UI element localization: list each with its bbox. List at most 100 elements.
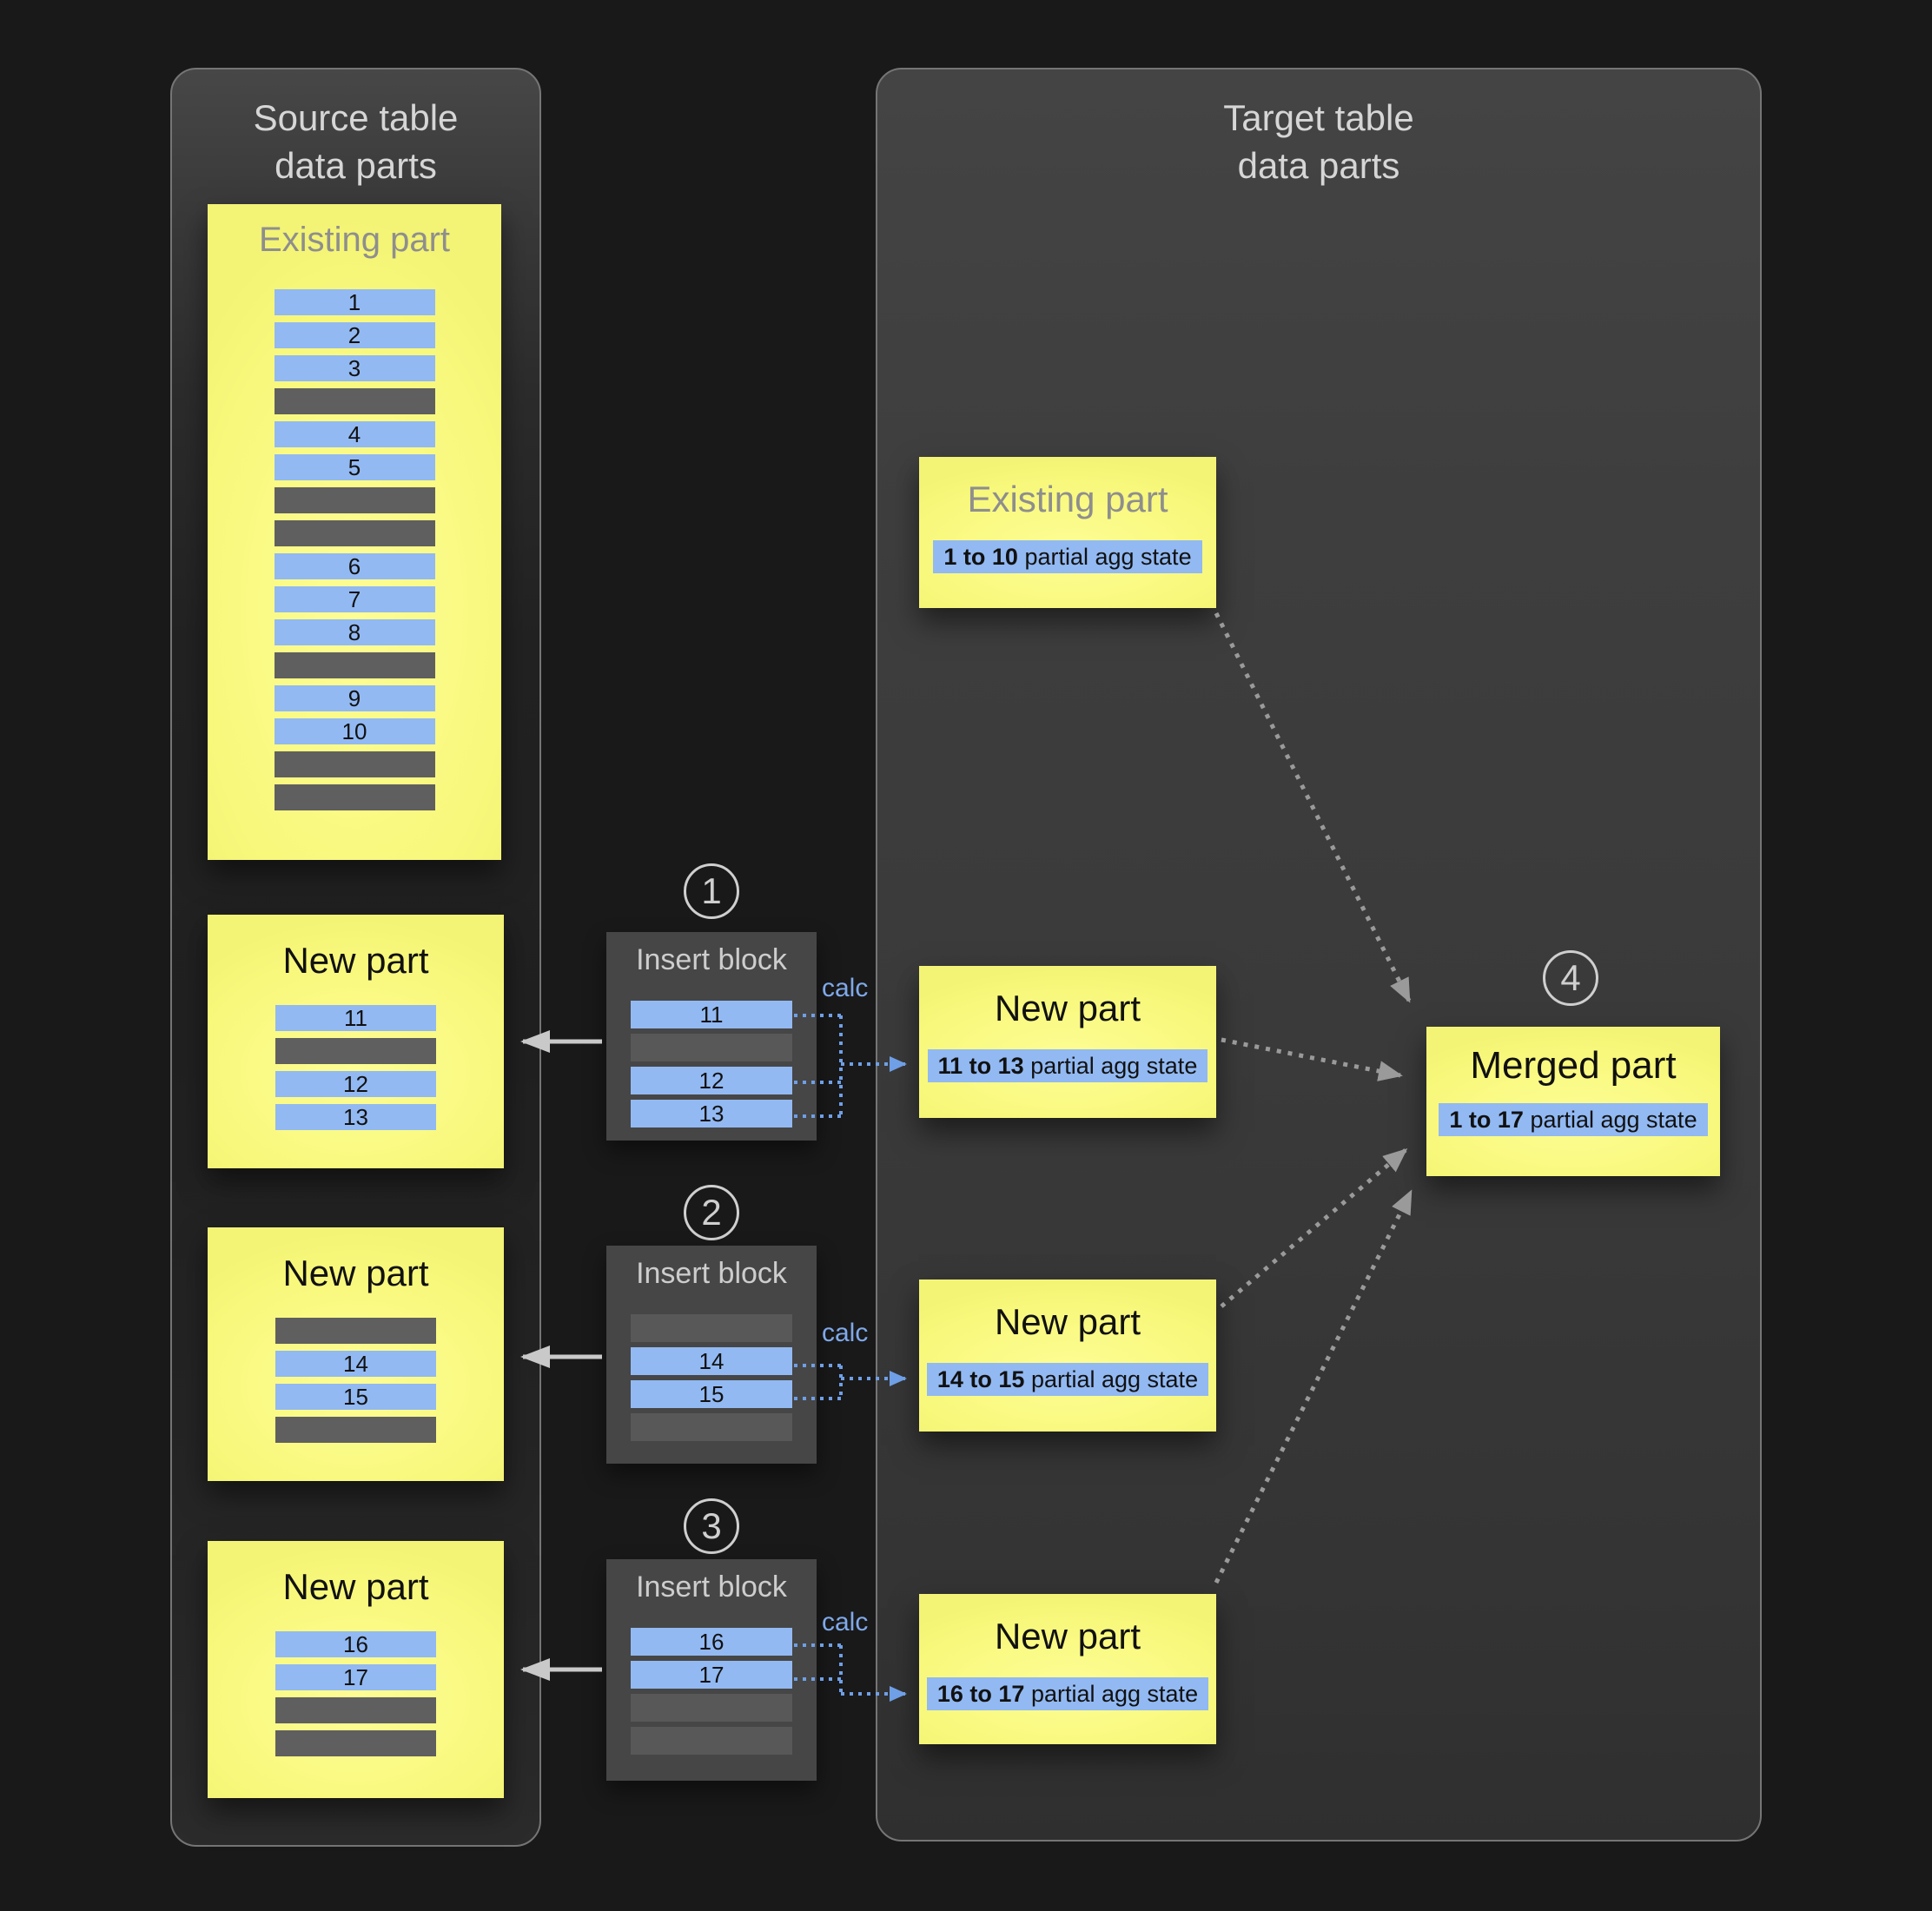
data-row: 17 bbox=[631, 1661, 792, 1689]
filler-row bbox=[631, 1413, 792, 1441]
filler-row bbox=[631, 1034, 792, 1061]
target-new-part-1: New part 11 to 13 partial agg state bbox=[919, 966, 1216, 1118]
data-row: 15 bbox=[631, 1380, 792, 1408]
target-panel-title-line2: data parts bbox=[1237, 145, 1400, 187]
target-new-part-3-agg-state: 16 to 17 partial agg state bbox=[926, 1677, 1209, 1710]
agg-suffix: partial agg state bbox=[1023, 1053, 1198, 1079]
data-row: 11 bbox=[631, 1001, 792, 1028]
merged-part-title: Merged part bbox=[1470, 1044, 1677, 1087]
data-row: 14 bbox=[631, 1347, 792, 1375]
data-row: 7 bbox=[274, 586, 435, 612]
target-new-part-3: New part 16 to 17 partial agg state bbox=[919, 1594, 1216, 1744]
filler-row bbox=[275, 1697, 436, 1723]
data-row: 8 bbox=[274, 619, 435, 645]
source-panel-title-line2: data parts bbox=[275, 145, 437, 187]
filler-row bbox=[275, 1730, 436, 1756]
filler-row bbox=[274, 487, 435, 513]
source-new-part-3-title: New part bbox=[282, 1566, 429, 1607]
agg-suffix: partial agg state bbox=[1017, 544, 1192, 570]
source-panel-title: Source table data parts bbox=[172, 94, 539, 190]
filler-row bbox=[275, 1038, 436, 1064]
source-new-part-2-title: New part bbox=[282, 1253, 429, 1293]
target-existing-agg-state: 1 to 10 partial agg state bbox=[933, 540, 1202, 573]
calc-label-3: calc bbox=[822, 1608, 869, 1637]
source-new-part-1-title: New part bbox=[282, 940, 429, 981]
step-2-badge: 2 bbox=[684, 1185, 739, 1240]
calc-label-1: calc bbox=[822, 974, 869, 1002]
agg-range: 16 to 17 bbox=[936, 1681, 1025, 1707]
data-row: 15 bbox=[275, 1384, 436, 1410]
agg-range: 1 to 17 bbox=[1449, 1107, 1524, 1133]
source-panel-title-line1: Source table bbox=[253, 97, 459, 138]
insert-block-1-title: Insert block bbox=[636, 943, 787, 976]
data-row: 17 bbox=[275, 1664, 436, 1690]
step-1-badge: 1 bbox=[684, 863, 739, 919]
calc-label-2: calc bbox=[822, 1319, 869, 1347]
source-existing-part-title: Existing part bbox=[258, 221, 451, 259]
merged-part: Merged part 1 to 17 partial agg state bbox=[1426, 1027, 1720, 1176]
agg-suffix: partial agg state bbox=[1024, 1681, 1199, 1707]
target-new-part-2-title: New part bbox=[994, 1301, 1141, 1342]
agg-range: 11 to 13 bbox=[937, 1053, 1024, 1079]
merged-part-agg-state: 1 to 17 partial agg state bbox=[1439, 1103, 1708, 1136]
filler-row bbox=[274, 388, 435, 414]
data-row: 4 bbox=[274, 421, 435, 447]
target-new-part-3-title: New part bbox=[994, 1616, 1141, 1656]
agg-suffix: partial agg state bbox=[1523, 1107, 1697, 1133]
step-3-badge: 3 bbox=[684, 1498, 739, 1554]
filler-row bbox=[631, 1694, 792, 1722]
data-row: 13 bbox=[275, 1104, 436, 1130]
data-row: 1 bbox=[274, 289, 435, 315]
target-panel-title: Target table data parts bbox=[877, 94, 1760, 190]
step-4-badge: 4 bbox=[1543, 950, 1598, 1006]
data-row: 13 bbox=[631, 1100, 792, 1127]
target-panel-title-line1: Target table bbox=[1223, 97, 1414, 138]
data-row: 6 bbox=[274, 553, 435, 579]
data-row: 16 bbox=[631, 1628, 792, 1656]
target-new-part-1-agg-state: 11 to 13 partial agg state bbox=[927, 1049, 1208, 1082]
filler-row bbox=[274, 784, 435, 810]
filler-row bbox=[631, 1727, 792, 1755]
insert-block-3-title: Insert block bbox=[636, 1570, 787, 1604]
data-row: 3 bbox=[274, 355, 435, 381]
agg-suffix: partial agg state bbox=[1024, 1366, 1199, 1392]
insert-block-1: Insert block 11 12 13 bbox=[606, 932, 817, 1141]
insert-block-2-title: Insert block bbox=[636, 1257, 787, 1290]
source-new-part-1: New part 11 12 13 bbox=[208, 915, 504, 1168]
data-row: 14 bbox=[275, 1351, 436, 1377]
target-existing-part: Existing part 1 to 10 partial agg state bbox=[919, 457, 1216, 608]
filler-row bbox=[274, 652, 435, 678]
agg-range: 14 to 15 bbox=[936, 1366, 1025, 1392]
insert-block-1-rows: 11 12 13 bbox=[606, 1001, 817, 1133]
filler-row bbox=[275, 1318, 436, 1344]
target-new-part-1-title: New part bbox=[994, 988, 1141, 1028]
filler-row bbox=[275, 1417, 436, 1443]
target-new-part-2: New part 14 to 15 partial agg state bbox=[919, 1280, 1216, 1432]
agg-range: 1 to 10 bbox=[943, 544, 1018, 570]
target-new-part-2-agg-state: 14 to 15 partial agg state bbox=[926, 1363, 1209, 1396]
target-table-panel: Target table data parts bbox=[876, 68, 1762, 1842]
data-row: 16 bbox=[275, 1631, 436, 1657]
source-new-part-1-rows: 11 12 13 bbox=[208, 1005, 504, 1137]
data-row: 12 bbox=[631, 1067, 792, 1094]
filler-row bbox=[631, 1314, 792, 1342]
data-row: 9 bbox=[274, 685, 435, 711]
target-existing-part-title: Existing part bbox=[967, 479, 1168, 519]
filler-row bbox=[274, 520, 435, 546]
data-row: 2 bbox=[274, 322, 435, 348]
filler-row bbox=[274, 751, 435, 777]
data-row: 12 bbox=[275, 1071, 436, 1097]
data-row: 11 bbox=[275, 1005, 436, 1031]
data-row: 10 bbox=[274, 718, 435, 744]
